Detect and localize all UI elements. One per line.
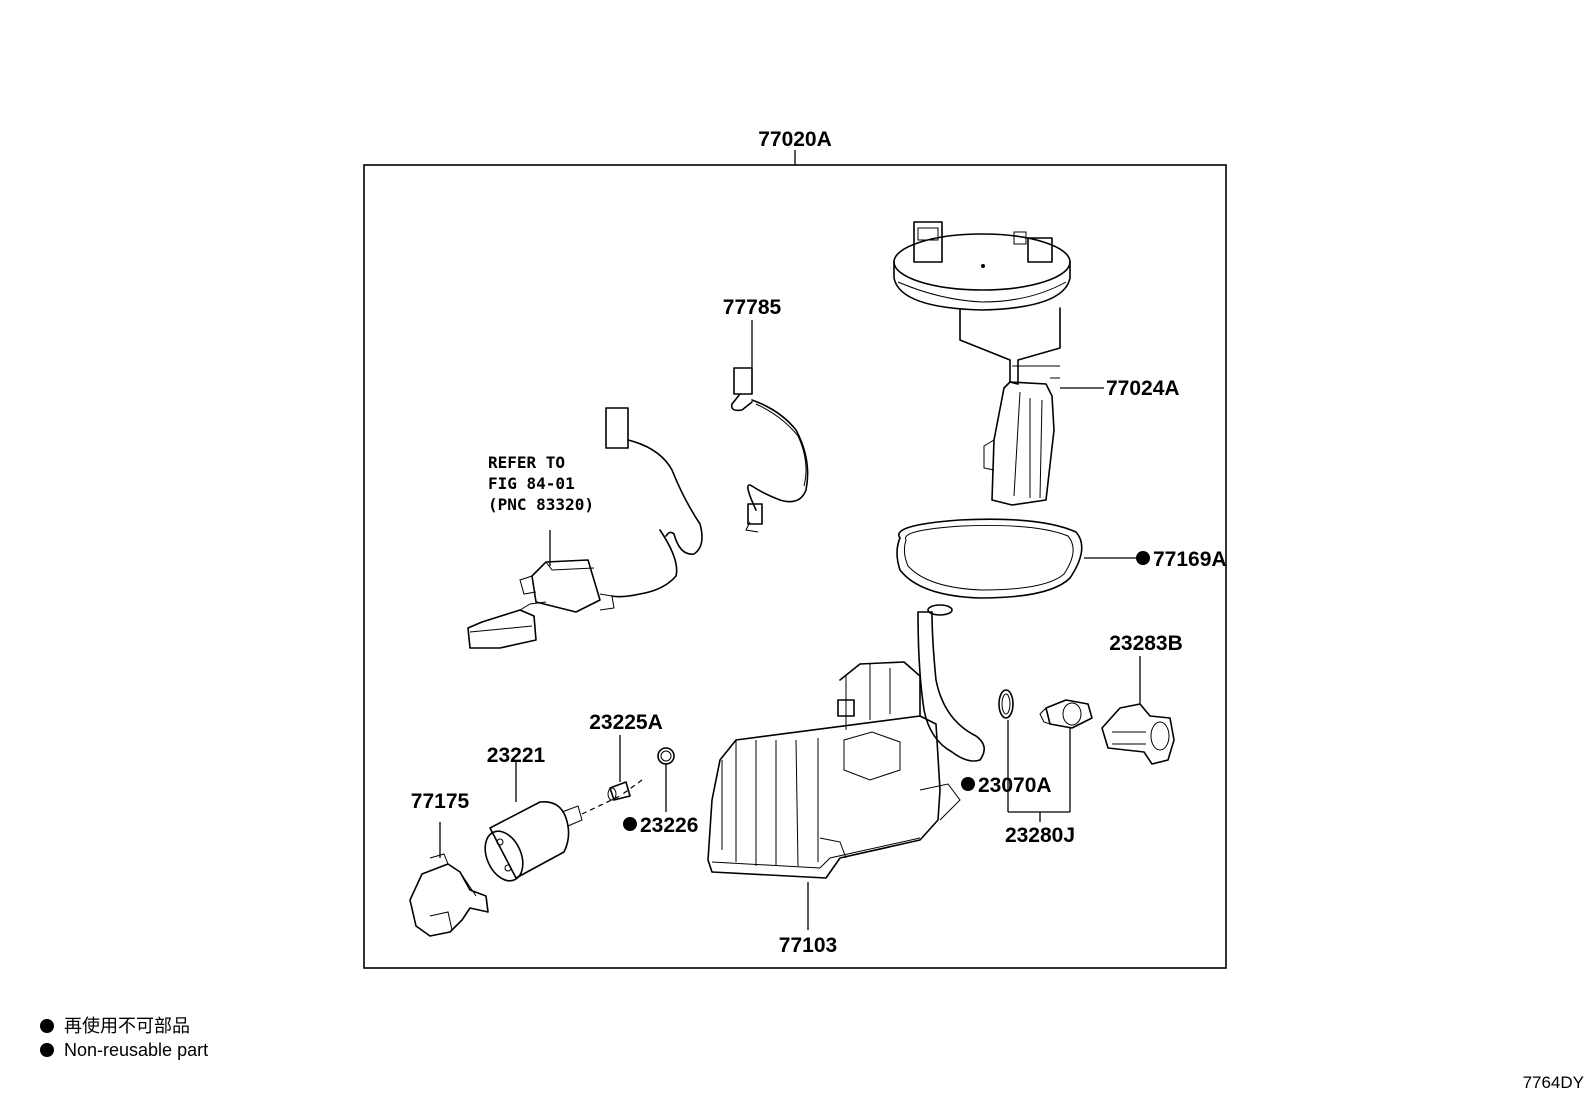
o-ring-part — [998, 689, 1014, 719]
label-23225A: 23225A — [589, 711, 663, 734]
label-23226: 23226 — [640, 814, 698, 837]
label-77024A: 77024A — [1106, 377, 1180, 400]
gasket-part — [896, 518, 1083, 599]
reference-note-line2: FIG 84-01 — [488, 474, 575, 493]
legend-item-jp: 再使用不可部品 — [40, 1012, 190, 1038]
label-77785: 77785 — [723, 296, 782, 319]
label-23221: 23221 — [487, 744, 546, 767]
assembly-frame — [363, 164, 1227, 969]
fuel-sender-gauge-part — [467, 407, 703, 649]
reference-note-line3: (PNC 83320) — [488, 495, 594, 514]
label-77103: 77103 — [779, 934, 837, 957]
label-23280J: 23280J — [1005, 824, 1075, 847]
pump-flange-part — [893, 221, 1071, 506]
label-77175: 77175 — [411, 790, 470, 813]
legend-text-jp: 再使用不可部品 — [64, 1016, 190, 1036]
washer-part — [657, 747, 675, 765]
non-reusable-dot-icon — [40, 1019, 54, 1033]
label-23283B: 23283B — [1109, 632, 1183, 655]
pump-filter-part — [409, 853, 489, 937]
legend-item-en: Non-reusable part — [40, 1040, 208, 1061]
reference-note-line1: REFER TO — [488, 453, 565, 472]
assembly-axis-line — [619, 779, 643, 797]
figure-code: 7764DY — [1522, 1073, 1584, 1092]
regulator-retainer-part — [1101, 703, 1175, 765]
label-77169A: 77169A — [1153, 548, 1227, 571]
non-reusable-dot-icon — [40, 1043, 54, 1057]
non-reusable-mark-77169A — [1136, 551, 1150, 565]
non-reusable-mark-23070A — [961, 777, 975, 791]
legend-text-en: Non-reusable part — [64, 1040, 209, 1060]
fuel-pump-part — [484, 795, 621, 882]
non-reusable-mark-23226 — [623, 817, 637, 831]
pump-bracket-part — [707, 604, 985, 879]
label-77020A: 77020A — [758, 128, 832, 151]
label-23070A: 23070A — [978, 774, 1052, 797]
wire-harness-part — [730, 367, 809, 533]
pressure-regulator-part — [1039, 699, 1093, 729]
pump-cushion-part — [607, 781, 631, 801]
